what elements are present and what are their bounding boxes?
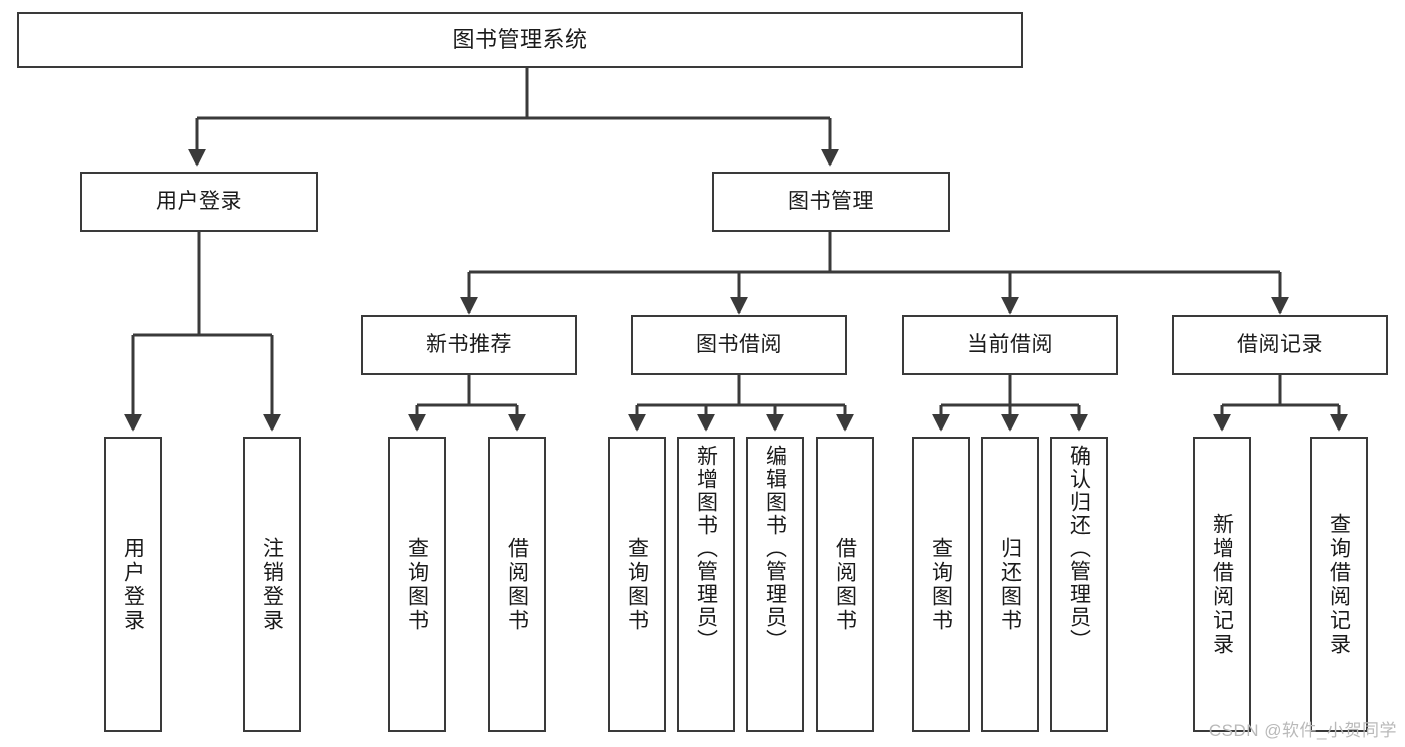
leaf-book-borrow-edit-book-admin[interactable]: 编辑图书（管理员） <box>746 437 804 732</box>
csdn-watermark: CSDN @软件_小贺同学 <box>1208 721 1397 740</box>
node-root-book-management-system[interactable]: 图书管理系统 <box>17 12 1023 68</box>
leaf-borrow-records-add-record[interactable]: 新增借阅记录 <box>1193 437 1251 732</box>
node-label: 用户登录 <box>156 189 242 213</box>
leaf-book-borrow-add-book-admin[interactable]: 新增图书（管理员） <box>677 437 735 732</box>
node-new-book-recommend[interactable]: 新书推荐 <box>361 315 577 375</box>
node-book-management[interactable]: 图书管理 <box>712 172 950 232</box>
node-label: 查询图书 <box>929 536 953 633</box>
leaf-new-book-borrow-book[interactable]: 借阅图书 <box>488 437 546 732</box>
node-label: 确认归还（管理员） <box>1067 445 1091 652</box>
leaf-current-borrow-return-book[interactable]: 归还图书 <box>981 437 1039 732</box>
leaf-new-book-query-book[interactable]: 查询图书 <box>388 437 446 732</box>
leaf-book-borrow-borrow-book[interactable]: 借阅图书 <box>816 437 874 732</box>
node-label: 当前借阅 <box>967 332 1053 356</box>
node-label: 借阅图书 <box>833 536 857 633</box>
leaf-user-login-logout[interactable]: 注销登录 <box>243 437 301 732</box>
node-user-login[interactable]: 用户登录 <box>80 172 318 232</box>
node-label: 查询借阅记录 <box>1327 512 1351 657</box>
node-label: 新增图书（管理员） <box>694 445 718 652</box>
node-label: 借阅图书 <box>505 536 529 633</box>
node-label: 查询图书 <box>625 536 649 633</box>
node-borrow-records[interactable]: 借阅记录 <box>1172 315 1388 375</box>
node-label: 归还图书 <box>998 536 1022 633</box>
leaf-borrow-records-query-record[interactable]: 查询借阅记录 <box>1310 437 1368 732</box>
leaf-current-borrow-query-book[interactable]: 查询图书 <box>912 437 970 732</box>
node-label: 借阅记录 <box>1237 332 1323 356</box>
node-label: 图书借阅 <box>696 332 782 356</box>
leaf-user-login-login[interactable]: 用户登录 <box>104 437 162 732</box>
node-label: 查询图书 <box>405 536 429 633</box>
node-current-borrow[interactable]: 当前借阅 <box>902 315 1118 375</box>
node-label: 编辑图书（管理员） <box>763 445 787 652</box>
node-label: 用户登录 <box>121 536 145 633</box>
leaf-book-borrow-query-book[interactable]: 查询图书 <box>608 437 666 732</box>
node-label: 图书管理 <box>788 189 874 213</box>
leaf-current-borrow-confirm-return-admin[interactable]: 确认归还（管理员） <box>1050 437 1108 732</box>
node-label: 新增借阅记录 <box>1210 512 1234 657</box>
node-label: 图书管理系统 <box>452 27 588 53</box>
node-label: 新书推荐 <box>426 332 512 356</box>
node-label: 注销登录 <box>260 536 284 633</box>
node-book-borrow[interactable]: 图书借阅 <box>631 315 847 375</box>
